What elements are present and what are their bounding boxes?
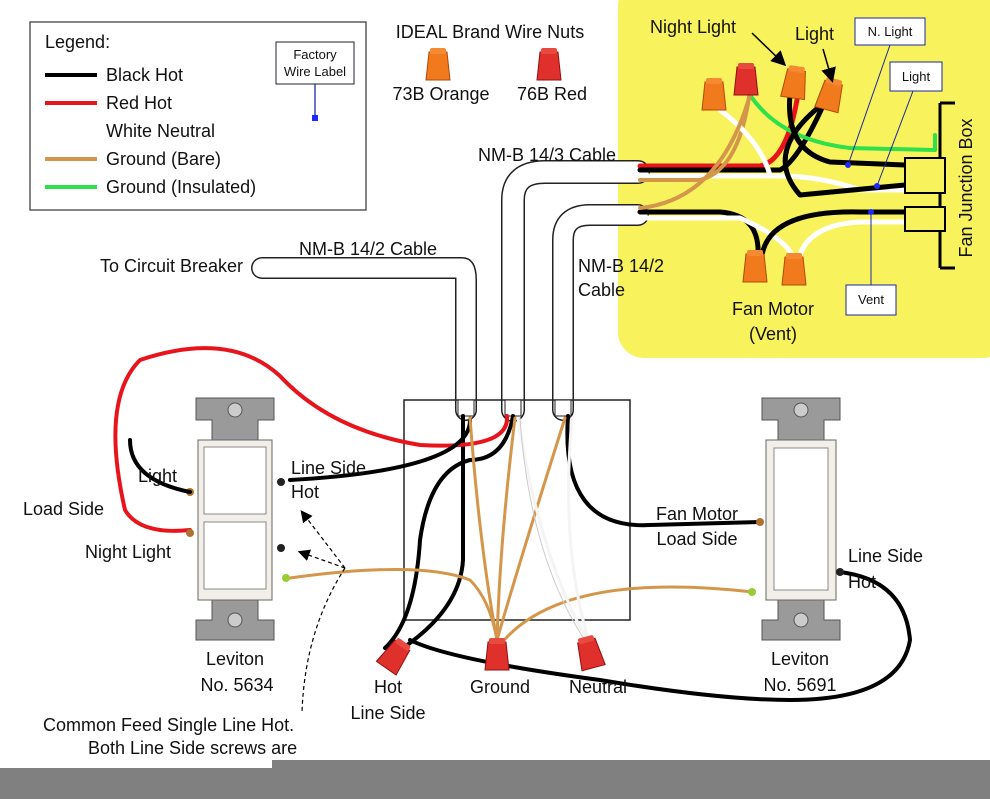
legend-item: Ground (Bare) — [106, 149, 221, 169]
left-switch-leviton-5634: Light Load Side Night Light Line Side Ho… — [23, 397, 366, 713]
wire-nut-key: IDEAL Brand Wire Nuts 73B Orange 76B Red — [392, 22, 587, 104]
red-wire-nut-icon — [484, 637, 510, 671]
note-line: Common Feed Single Line Hot. — [43, 715, 294, 735]
right-switch-leviton-5691: Fan Motor Load Side Line Side Hot Levito… — [656, 397, 923, 695]
legend-item: Black Hot — [106, 65, 183, 85]
legend-title: Legend: — [45, 32, 110, 52]
orange-nut-label: 73B Orange — [392, 84, 489, 104]
wire-nuts-title: IDEAL Brand Wire Nuts — [396, 22, 584, 42]
tag-n-light: N. Light — [868, 24, 913, 39]
factory-label-box — [275, 41, 355, 85]
line-side-label: Line Side — [291, 458, 366, 478]
cable-label: Cable — [578, 280, 625, 300]
red-wire-nut-icon — [536, 47, 562, 81]
legend: Legend: Black Hot Red Hot White Neutral … — [29, 21, 367, 211]
fan-junction-box-label: Fan Junction Box — [956, 118, 976, 257]
orange-wire-nut-icon — [701, 77, 727, 111]
fan-motor-label: Fan Motor — [732, 299, 814, 319]
fan-motor-load-label: Load Side — [656, 529, 737, 549]
orange-wire-nut-icon — [425, 47, 451, 81]
red-wire-nut-icon — [573, 633, 606, 672]
load-side-label: Load Side — [23, 499, 104, 519]
orange-wire-nut-icon — [781, 252, 807, 286]
hot-label: Hot — [291, 482, 319, 502]
box-wiring — [113, 346, 912, 702]
legend-item: Ground (Insulated) — [106, 177, 256, 197]
fan-toggle[interactable] — [773, 447, 829, 591]
factory-label-text: Factory — [293, 47, 337, 62]
switch-model: No. 5691 — [763, 675, 836, 695]
tag-light: Light — [902, 69, 931, 84]
night-light-toggle[interactable] — [203, 521, 267, 590]
cable-label: NM-B 14/2 Cable — [299, 239, 437, 259]
switch-model: No. 5634 — [200, 675, 273, 695]
fan-motor-load-label: Fan Motor — [656, 504, 738, 524]
switch-brand: Leviton — [206, 649, 264, 669]
light-terminal-label: Light — [138, 466, 177, 486]
ground-nut-label: Ground — [470, 677, 530, 697]
neutral-nut-label: Neutral — [569, 677, 627, 697]
light-toggle[interactable] — [203, 446, 267, 515]
night-light-label: Night Light — [650, 17, 736, 37]
legend-item: Red Hot — [106, 93, 172, 113]
hot-nut-label: Hot — [374, 677, 402, 697]
fan-panel-wiring: Fan Junction Box Night Light Light N. Li… — [637, 17, 976, 344]
bottom-bar — [0, 768, 990, 799]
red-wire-nut-icon — [733, 62, 759, 96]
factory-label-text: Wire Label — [284, 64, 346, 79]
note-line: Both Line Side screws are — [88, 738, 297, 758]
switch-brand: Leviton — [771, 649, 829, 669]
orange-wire-nut-icon — [742, 249, 768, 283]
cable-label: NM-B 14/2 — [578, 256, 664, 276]
cable-label: NM-B 14/3 Cable — [478, 145, 616, 165]
hot-label: Hot — [848, 572, 876, 592]
to-circuit-breaker-label: To Circuit Breaker — [100, 256, 243, 276]
night-light-terminal-label: Night Light — [85, 542, 171, 562]
junction-connector — [904, 157, 946, 194]
line-side-label: Line Side — [848, 546, 923, 566]
tag-vent: Vent — [858, 292, 884, 307]
light-label: Light — [795, 24, 834, 44]
legend-item: White Neutral — [106, 121, 215, 141]
hot-nut-label: Line Side — [350, 703, 425, 723]
fan-motor-label: (Vent) — [749, 324, 797, 344]
red-nut-label: 76B Red — [517, 84, 587, 104]
cables: To Circuit Breaker NM-B 14/2 Cable NM-B … — [100, 145, 664, 422]
junction-connector — [904, 206, 946, 232]
